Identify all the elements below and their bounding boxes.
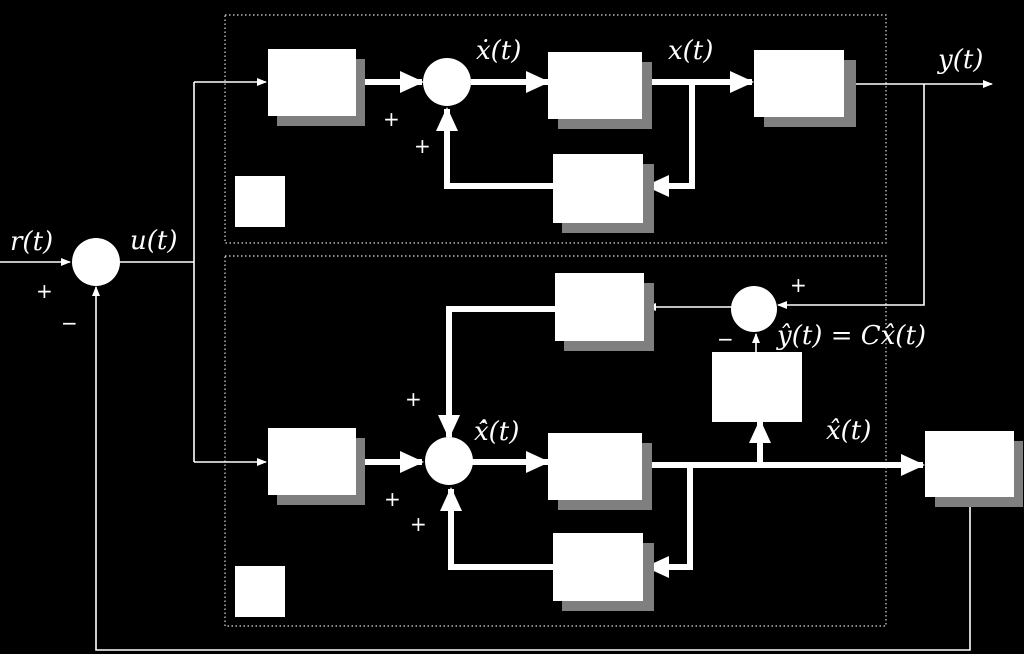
observer-sum-plus-sign-3: + <box>410 512 427 536</box>
observer-sum-plus-sign-2: + <box>384 487 401 511</box>
yhat-equation-label: ŷ(t) = Cx̂(t) <box>776 321 926 351</box>
xhat-signal-label: x̂(t) <box>826 416 871 446</box>
observer-sum-plus-sign-1: + <box>405 387 422 411</box>
plant-input-block <box>268 49 365 126</box>
plant-label-square <box>235 176 285 227</box>
error-summing-junction <box>731 286 777 332</box>
input-summing-junction <box>72 238 120 286</box>
plant-integrator-block <box>548 52 652 129</box>
r-signal-label: r(t) <box>10 227 53 257</box>
y-signal-label: y(t) <box>937 45 983 75</box>
observer-feedback-block <box>553 533 654 611</box>
observer-output-block <box>712 352 802 422</box>
plant-sum-plus-sign-1: + <box>383 107 400 131</box>
observer-group-border <box>224 255 887 627</box>
observer-input-block <box>268 428 365 505</box>
xdot-signal-label: ẋ(t) <box>476 36 521 66</box>
input-sum-minus-sign: − <box>61 311 78 335</box>
observer-summing-junction <box>425 437 473 485</box>
error-sum-minus-sign: − <box>717 327 734 351</box>
error-sum-plus-sign: + <box>790 273 807 297</box>
plant-feedback-block <box>553 154 654 233</box>
controller-feedback-line <box>92 286 971 651</box>
x-signal-label: x(t) <box>668 36 713 66</box>
observer-gain-block <box>555 273 654 351</box>
plant-summing-junction <box>423 58 471 106</box>
gain-to-observer-sum-arrow <box>438 306 555 439</box>
observer-a-to-sum-arrow <box>440 487 553 570</box>
observer-state-feedback-path <box>645 465 693 578</box>
plant-group-border <box>224 14 887 244</box>
u-signal-label: u(t) <box>130 226 177 256</box>
plant-sum-plus-sign-2: + <box>414 134 431 158</box>
observer-label-square <box>235 566 285 617</box>
observer-integrator-block <box>548 433 652 510</box>
plant-a-to-sum-arrow <box>436 107 553 189</box>
plant-output-block <box>754 50 856 127</box>
xhatdot-signal-label: x̂̇(t) <box>474 417 519 447</box>
y-to-observer-line <box>777 84 925 309</box>
controller-gain-block <box>925 431 1023 507</box>
input-sum-plus-sign: + <box>36 279 53 303</box>
plant-state-feedback-path <box>645 82 695 197</box>
